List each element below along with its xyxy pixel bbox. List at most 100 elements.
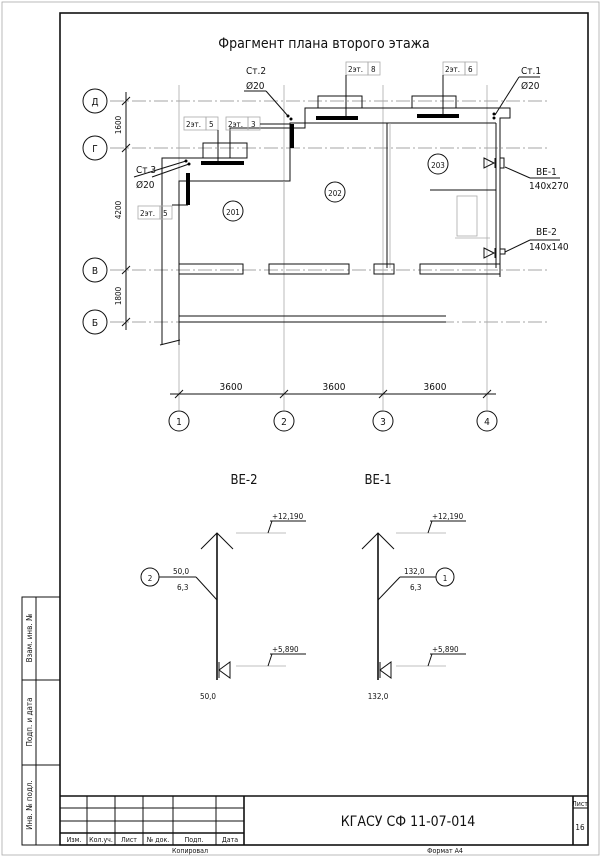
drawing-rect: [202, 142, 248, 159]
label-plan-axes_cols-1: 2: [281, 417, 287, 428]
label-plan-radiator_tags-3-floor: 2эт.: [228, 120, 243, 129]
label-plan-radiator_tags-0-count: 8: [371, 65, 376, 74]
drawing-rect: [268, 263, 350, 275]
label-side_stamp-2: Инв. № подл.: [25, 780, 34, 830]
drawing-line: [377, 576, 401, 601]
riser-callouts: Ст.1 Ø20 Ст.2 Ø20 Ст.3 Ø20: [133, 66, 541, 191]
label-plan-col_dims-0: 3600: [220, 382, 243, 393]
drawing-circle: [168, 410, 190, 432]
label-side_stamp-1: Подп. и дата: [25, 697, 34, 746]
label-plan-risers-1-dia: Ø20: [246, 80, 265, 92]
scheme-ve-2: ВЕ-2 +12,190 +5,890 50,0 2 50,0 6,3: [140, 473, 306, 701]
label-schemes-1-bottom: +5,890: [432, 645, 459, 654]
label-plan-axes_rows-3: Б: [92, 318, 98, 329]
drawing-polyline: [161, 107, 511, 345]
drawing-circle: [82, 88, 108, 114]
drawing-rect: [411, 95, 457, 109]
label-plan-risers-0-name: Ст.1: [521, 66, 541, 77]
drawing-polygon: [379, 661, 392, 679]
label-schemes-1-top: +12,190: [432, 512, 464, 521]
drawing-rect: [367, 61, 381, 76]
drawing-circle: [184, 159, 188, 163]
label-plan-row_dims-2: 1800: [114, 286, 123, 305]
drawing-polygon: [218, 661, 231, 679]
label-plan-risers-2-dia: Ø20: [136, 179, 155, 191]
vertical-dimensions: 1600 4200 1800: [114, 92, 131, 330]
label-plan-radiator_tags-1-floor: 2эт.: [445, 65, 460, 74]
document-code: КГАСУ СФ 11-07-014: [341, 814, 476, 830]
label-schemes-0-base_flow: 50,0: [200, 692, 216, 701]
label-plan-risers-1-name: Ст.2: [246, 66, 266, 77]
drawing-rect: [317, 95, 363, 109]
label-schemes-0-flow: 50,0: [173, 567, 189, 576]
inner-frame: [59, 12, 589, 846]
scheme-ve-1: ВЕ-1 +12,190 +5,890 132,0 1 132,0 6,3: [361, 473, 466, 701]
drawing-rect: [499, 157, 505, 169]
row-axis-markers: Д Г В Б: [82, 88, 108, 335]
label-plan-radiator_tags-4-count: 5: [163, 209, 168, 218]
drawing-polygon: [483, 157, 496, 169]
side-stamp: Взам. инв. № Подп. и дата Инв. № подл.: [21, 596, 61, 846]
label-title_block-columns-1: Кол.уч.: [89, 836, 113, 844]
drawing-line: [195, 576, 218, 601]
label-plan-radiator_tags-2-count: 5: [209, 120, 214, 129]
label-plan-risers-0-dia: Ø20: [521, 80, 540, 92]
drawing-line: [494, 76, 520, 116]
drawing-line: [121, 265, 131, 275]
label-schemes-0-speed: 6,3: [177, 583, 188, 592]
drawing-line: [265, 90, 289, 117]
label-plan-radiator_tags-1-count: 6: [468, 65, 473, 74]
drawing-line: [427, 653, 433, 667]
col-axis-markers: 1 2 3 4: [168, 410, 498, 432]
drawing-line: [267, 520, 273, 534]
drawing-rect: [373, 263, 395, 275]
label-schemes-0-top: +12,190: [272, 512, 304, 521]
drawing-rect: [419, 263, 501, 275]
drawing-line: [267, 653, 273, 667]
label-plan-vents-1-size: 140x140: [529, 242, 569, 253]
label-title_block-columns-2: Лист: [121, 836, 137, 844]
radiator-tags: 2эт.8 2эт.6 2эт.5 2эт.3 2эт.5: [137, 61, 478, 220]
label-plan-radiator_tags-3-count: 3: [251, 120, 256, 129]
label-schemes-0-bottom: +5,890: [272, 645, 299, 654]
drawing-rect: [316, 116, 358, 120]
drawing-polygon: [483, 247, 496, 259]
drawing-line: [121, 96, 131, 106]
label-title_block-columns-3: № док.: [146, 836, 170, 844]
drawing-rect: [21, 596, 61, 846]
building-walls: [159, 95, 511, 346]
label-schemes-1-name: ВЕ-1: [364, 473, 391, 488]
label-schemes-1-base_flow: 132,0: [368, 692, 389, 701]
label-plan-vents-0-size: 140x270: [529, 181, 569, 192]
label-plan-axes_cols-0: 1: [176, 417, 182, 428]
label-schemes-0-node: 2: [148, 574, 153, 583]
drawing-rect: [290, 124, 294, 148]
drawing-rect: [499, 248, 506, 255]
drawing-circle: [82, 135, 108, 161]
label-schemes-1-speed: 6,3: [410, 583, 421, 592]
label-plan-row_dims-1: 4200: [114, 200, 123, 219]
drawing-line: [133, 160, 187, 178]
label-plan-row_dims-0: 1600: [114, 115, 123, 134]
label-plan-radiator_tags-4-floor: 2эт.: [140, 209, 155, 218]
drawing-line: [121, 317, 131, 327]
drawing-line: [279, 389, 289, 399]
label-plan-risers-2-name: Ст.3: [136, 165, 156, 176]
radiators: [186, 114, 459, 205]
drawing-rect: [201, 161, 244, 165]
label-plan-vents-0-name: ВЕ-1: [536, 167, 557, 178]
label-title_block-format: Формат А4: [427, 847, 463, 855]
drawing-circle: [324, 181, 346, 203]
label-plan-axes_rows-2: В: [92, 266, 98, 277]
drawing-rect: [417, 114, 459, 118]
drawing-rect: [456, 195, 478, 237]
drawing-line: [378, 389, 388, 399]
label-plan-radiator_tags-2-floor: 2эт.: [186, 120, 201, 129]
drawing-rect: [205, 116, 219, 131]
drawing-line: [151, 163, 190, 178]
drawing-line: [504, 166, 531, 179]
label-schemes-1-node: 1: [443, 574, 448, 583]
drawing-polyline: [361, 532, 395, 550]
label-title_block-columns-5: Дата: [222, 836, 238, 844]
